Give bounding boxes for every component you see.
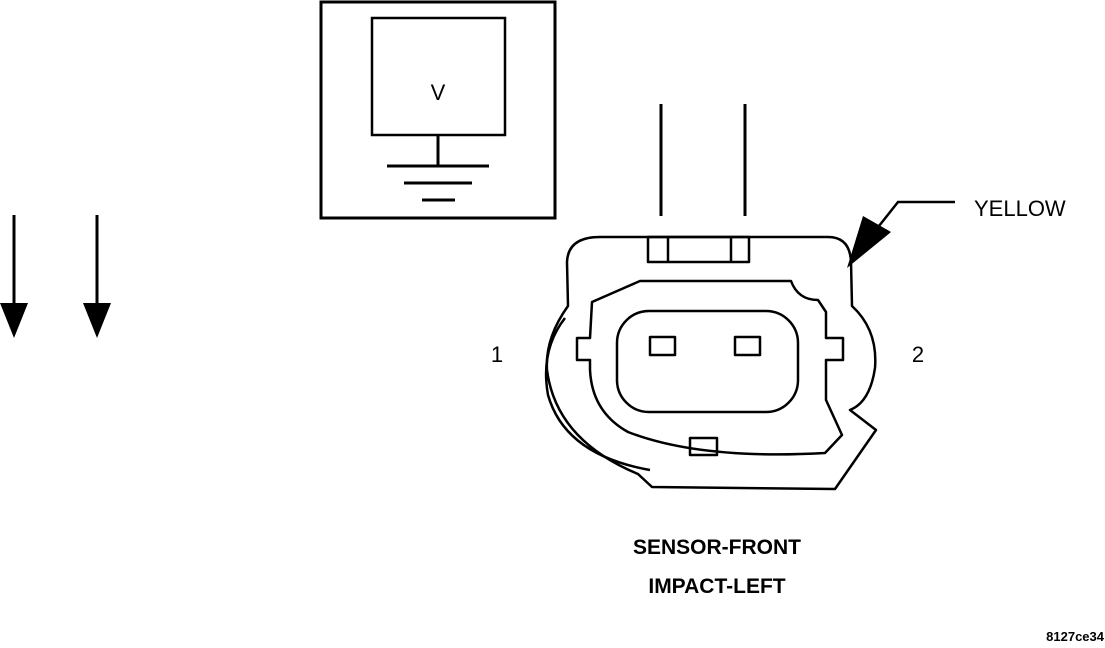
pin-2-label: 2 xyxy=(912,342,924,367)
figure-id: 8127ce34 xyxy=(1046,629,1105,644)
voltmeter-display xyxy=(370,16,507,137)
voltmeter-frame xyxy=(319,0,557,220)
connector-mating-face xyxy=(615,309,800,414)
connector-wire-slot xyxy=(646,235,751,264)
probe-arrow-left xyxy=(0,215,28,338)
connector-housing xyxy=(545,235,878,491)
wire-color-label: YELLOW xyxy=(974,196,1066,221)
connector-rear-shell xyxy=(544,317,651,472)
pin-1-label: 1 xyxy=(491,342,503,367)
connector-name-line2: IMPACT-LEFT xyxy=(648,575,785,598)
terminal-2 xyxy=(733,335,762,357)
connector-wires xyxy=(659,104,747,216)
callout-arrow-icon xyxy=(847,216,891,268)
probe-arrows xyxy=(0,215,111,338)
probe-arrow-right xyxy=(83,215,111,338)
connector-shroud xyxy=(575,279,845,456)
terminal-1 xyxy=(648,335,677,357)
connector-body xyxy=(544,235,878,491)
connector-key xyxy=(688,436,719,457)
wire-color-callout xyxy=(847,200,955,268)
ground-icon xyxy=(387,164,489,202)
connector-name-line1: SENSOR-FRONT xyxy=(633,536,801,559)
voltmeter xyxy=(319,0,557,220)
voltmeter-symbol: V xyxy=(431,80,446,105)
